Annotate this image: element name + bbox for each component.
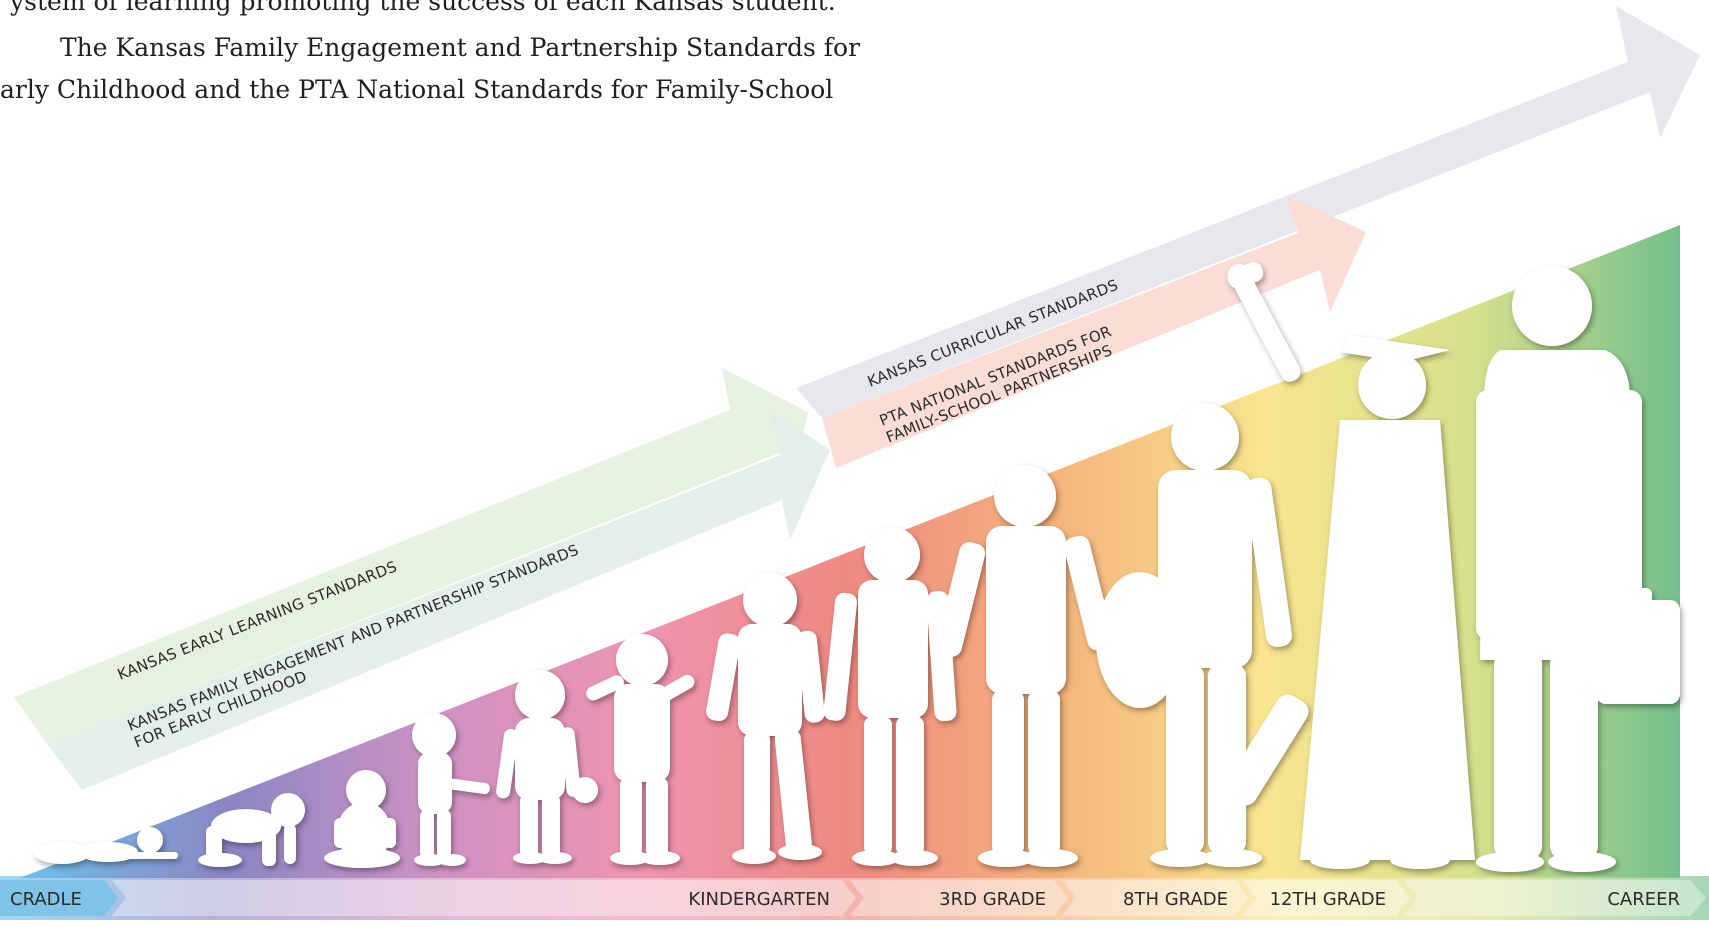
stage-label-8th-grade: 8TH GRADE — [1123, 889, 1228, 910]
arrow-shape — [14, 368, 808, 745]
stage-chevron-career: CAREER — [1404, 880, 1706, 916]
arrow-shape — [48, 410, 830, 790]
figure-newborn — [34, 827, 178, 864]
figure-grade-schooler-1 — [823, 527, 957, 866]
stage-label-kindergarten: KINDERGARTEN — [688, 889, 830, 910]
figure-toddler-1 — [412, 713, 490, 866]
stage-chevron-kindergarten: KINDERGARTEN — [112, 880, 856, 916]
growth-figures — [34, 262, 1680, 872]
stage-label-12th-grade: 12TH GRADE — [1270, 889, 1386, 910]
stage-label-career: CAREER — [1607, 889, 1680, 910]
stage-timeline-bar: CRADLE KINDERGARTEN 3RD GRADE 8TH GRADE … — [0, 876, 1709, 920]
figure-adult-career — [1476, 266, 1680, 872]
figure-sitting-baby — [324, 770, 400, 868]
figure-preschooler — [586, 634, 695, 865]
stage-chevron-8th-grade: 8TH GRADE — [1062, 880, 1248, 916]
figure-grade-schooler-2 — [936, 465, 1114, 867]
figure-middle-schooler — [1096, 403, 1292, 867]
arrow-shape — [822, 195, 1366, 468]
stage-chevron-cradle: CRADLE — [0, 880, 118, 916]
figure-graduate — [1224, 262, 1475, 869]
intro-text-line-3: arly Childhood and the PTA National Stan… — [0, 75, 834, 104]
figure-crawling-baby — [198, 793, 305, 867]
timeline-band — [0, 876, 1709, 920]
stage-label-cradle: CRADLE — [10, 889, 82, 910]
stage-chevron-12th-grade: 12TH GRADE — [1242, 880, 1410, 916]
arrow-shape — [796, 6, 1700, 418]
intro-text-line-1: ystem of learning promoting the success … — [10, 0, 836, 16]
stage-chevron-3rd-grade: 3RD GRADE — [850, 880, 1068, 916]
intro-text-line-2: The Kansas Family Engagement and Partner… — [60, 33, 861, 62]
figure-toddler-2 — [496, 670, 598, 864]
stage-label-3rd-grade: 3RD GRADE — [939, 889, 1046, 910]
figure-kindergartener — [706, 573, 825, 864]
